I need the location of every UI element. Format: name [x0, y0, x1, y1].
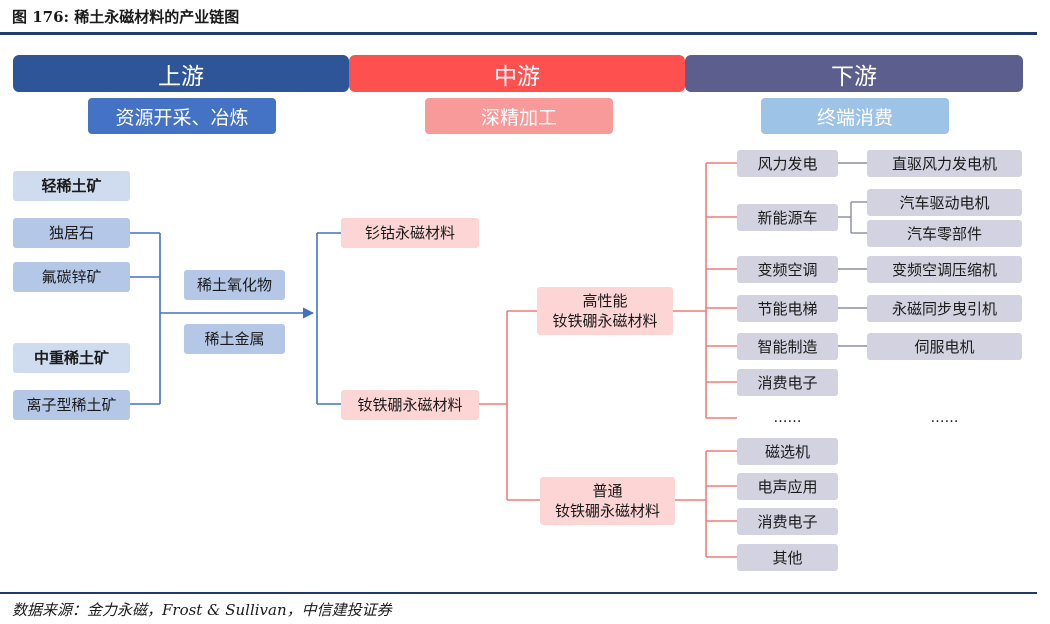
use-vehicle-drive-motor: 汽车驱动电机 [867, 189, 1022, 216]
downstream-header: 下游 [685, 55, 1023, 92]
node-smco-magnet: 钐钴永磁材料 [341, 218, 479, 248]
app-other: 其他 [737, 544, 838, 571]
app-new-energy-vehicle: 新能源车 [737, 204, 838, 231]
node-ion-adsorption-ore: 离子型稀土矿 [13, 390, 130, 420]
downstream-subheader: 终端消费 [761, 98, 949, 134]
use-inverter-compressor: 变频空调压缩机 [867, 256, 1022, 283]
high-performance-label: 高性能 [582, 292, 628, 310]
midstream-subheader: 深精加工 [425, 98, 613, 134]
app-more-ellipsis: …… [773, 409, 802, 426]
node-bastnaesite: 氟碳锌矿 [13, 262, 130, 292]
node-monazite: 独居石 [13, 218, 130, 248]
ordinary-label: 普通 [592, 482, 623, 500]
ordinary-material: 钕铁硼永磁材料 [554, 502, 660, 520]
high-performance-material: 钕铁硼永磁材料 [552, 312, 658, 330]
app-consumer-electronics-ordinary: 消费电子 [737, 508, 838, 535]
app-electroacoustic: 电声应用 [737, 473, 838, 500]
app-wind-power: 风力发电 [737, 150, 838, 177]
app-smart-manufacturing: 智能制造 [737, 333, 838, 360]
app-magnetic-separator: 磁选机 [737, 438, 838, 465]
upstream-header: 上游 [13, 55, 349, 92]
app-inverter-ac: 变频空调 [737, 256, 838, 283]
use-auto-parts: 汽车零部件 [867, 220, 1022, 247]
midstream-header: 中游 [349, 55, 685, 92]
node-rare-earth-metal: 稀土金属 [184, 324, 285, 354]
bottom-rule [0, 592, 1037, 594]
upstream-subheader: 资源开采、冶炼 [88, 98, 276, 134]
app-consumer-electronics: 消费电子 [737, 369, 838, 396]
node-high-performance-ndfeb: 高性能 钕铁硼永磁材料 [537, 287, 673, 335]
figure-title: 图 176: 稀土永磁材料的产业链图 [12, 8, 240, 26]
top-rule [0, 32, 1037, 35]
node-rare-earth-oxide: 稀土氧化物 [184, 270, 285, 300]
heavy-rare-earth-title: 中重稀土矿 [13, 343, 130, 373]
use-more-ellipsis: …… [930, 409, 959, 426]
light-rare-earth-title: 轻稀土矿 [13, 171, 130, 201]
node-ndfeb-magnet: 钕铁硼永磁材料 [341, 390, 479, 420]
use-servo-motor: 伺服电机 [867, 333, 1022, 360]
use-direct-drive-wind-generator: 直驱风力发电机 [867, 150, 1022, 177]
node-ordinary-ndfeb: 普通 钕铁硼永磁材料 [540, 477, 675, 525]
app-energy-saving-elevator: 节能电梯 [737, 295, 838, 322]
source-note: 数据来源：金力永磁，Frost & Sullivan，中信建投证券 [12, 601, 392, 619]
use-pm-sync-traction-machine: 永磁同步曳引机 [867, 295, 1022, 322]
